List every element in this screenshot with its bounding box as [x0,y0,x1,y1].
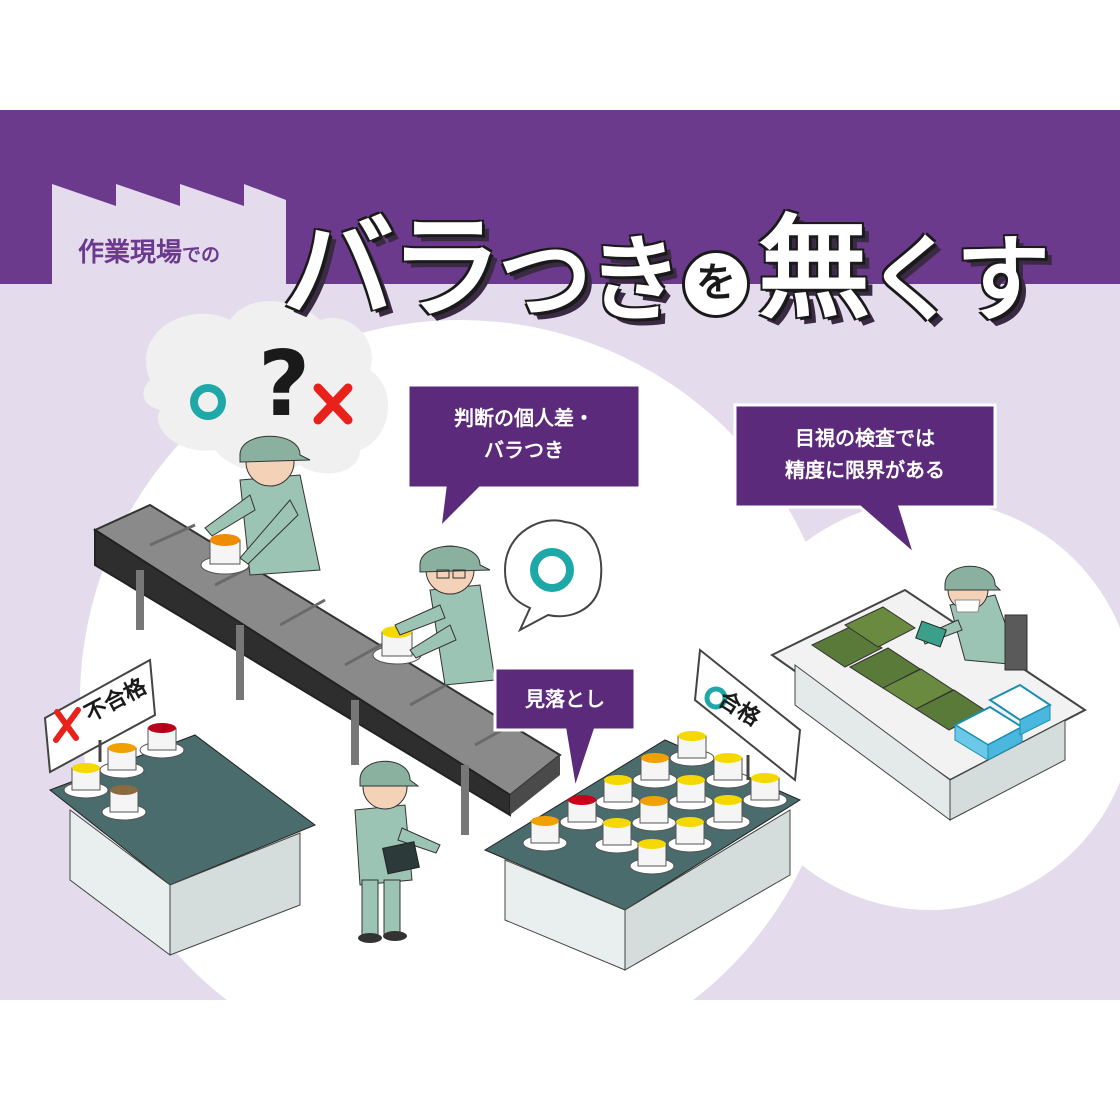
factory-silhouette-icon [52,184,286,284]
callout-individual-diff-line1: 判断の個人差・ [454,406,594,430]
thought-cloud [143,301,389,474]
headline-part4: くす [866,226,1050,335]
worker-tablet [354,760,441,943]
callout-visual-limit-box [733,403,997,560]
ok-circle-icon [530,548,574,592]
callout-oversight-box [493,666,637,791]
callout-individual-diff-line2: バラつき [484,438,564,462]
worker-confused [204,435,321,576]
pass-circle-icon [704,686,728,710]
callout-individual-diff-box [406,383,642,533]
circle-mark-icon [190,384,226,420]
worker-glasses [394,545,496,686]
circuit-boards [810,606,987,731]
stacked-trays [952,683,1052,761]
pass-products [522,731,788,875]
page-title: バラつきを無くす [282,178,1050,335]
callout-oversight: 見落とし [500,683,630,715]
callout-individual-diff: 判断の個人差・ バラつき [418,402,630,466]
ok-speech-balloon [503,519,603,633]
banner-subtitle: 作業現場での [78,232,220,269]
callout-visual-limit: 目視の検査では 精度に限界がある [745,422,985,486]
fail-sign [43,658,157,774]
banner-subtitle-main: 作業現場 [78,238,183,268]
inspector-worker [915,565,1028,671]
question-mark-icon: ? [258,332,310,437]
belt-product-1 [200,534,250,575]
callout-oversight-line1: 見落とし [525,687,605,711]
conveyor-belt [92,503,562,835]
cross-mark-icon [313,383,353,425]
fail-products [63,723,185,821]
headline-particle: を [682,250,751,318]
callout-visual-limit-line1: 目視の検査では [795,426,935,450]
callout-visual-limit-line2: 精度に限界がある [785,458,945,482]
headline-part3: 無 [758,204,870,334]
headline-part2: つき [498,226,682,335]
pass-sign [693,648,802,782]
headline-part1: バラ [282,204,502,334]
banner-subtitle-suffix: での [182,244,221,266]
fail-cross-icon [53,707,81,743]
